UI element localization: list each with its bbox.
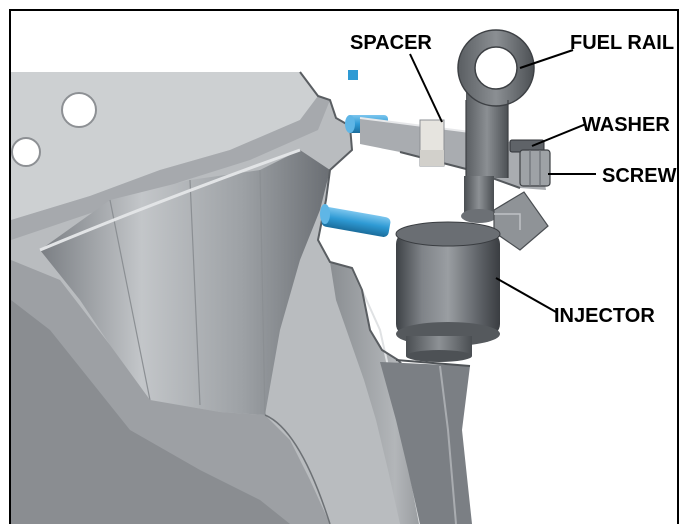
label-washer: WASHER (582, 114, 670, 136)
spacer-part (419, 119, 445, 167)
housing-blue-marker (348, 70, 358, 80)
blue-pin-lower (320, 204, 391, 237)
housing-hole-upper (61, 92, 97, 128)
injector-leader (495, 277, 557, 313)
label-fuel-rail: FUEL RAIL (570, 32, 674, 54)
label-spacer: SPACER (350, 32, 432, 54)
figure-frame (9, 9, 679, 524)
housing-hole-lower (11, 137, 41, 167)
label-screw: SCREW (602, 165, 677, 187)
screw-part (519, 149, 551, 187)
injector-boss (380, 359, 472, 524)
spacer-leader (409, 53, 443, 123)
fuel-rail-leader (519, 49, 574, 69)
leader-lines (409, 49, 596, 313)
fuel-rail-part (457, 29, 535, 178)
label-injector: INJECTOR (554, 305, 655, 327)
injector-part (395, 176, 549, 362)
washer-leader (531, 123, 587, 147)
